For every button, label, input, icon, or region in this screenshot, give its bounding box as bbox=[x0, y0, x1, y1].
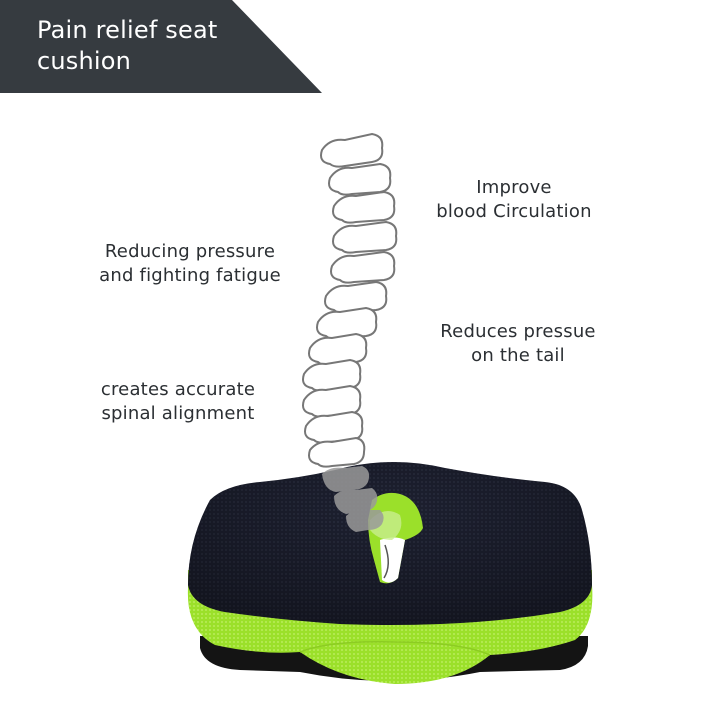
title-line-1: Pain relief seat bbox=[37, 16, 218, 44]
feature-tail-pressure: Reduces pressue on the tail bbox=[428, 320, 608, 368]
feature-spinal-alignment: creates accurate spinal alignment bbox=[88, 378, 268, 426]
feature-line: Reducing pressure bbox=[104, 241, 276, 262]
feature-blood-circulation: Improve blood Circulation bbox=[424, 176, 604, 224]
spine-icon bbox=[302, 132, 398, 468]
feature-line: on the tail bbox=[471, 345, 565, 366]
feature-line: creates accurate bbox=[100, 379, 256, 400]
banner-shape bbox=[0, 0, 322, 93]
feature-line: Improve bbox=[476, 177, 552, 198]
feature-reducing-pressure: Reducing pressure and fighting fatigue bbox=[82, 240, 298, 288]
title-line-2: cushion bbox=[37, 47, 132, 75]
feature-line: and fighting fatigue bbox=[99, 265, 281, 286]
feature-line: Reduces pressue bbox=[440, 321, 596, 342]
page-title: Pain relief seat cushion bbox=[37, 15, 277, 77]
title-banner: Pain relief seat cushion bbox=[0, 0, 322, 93]
spine-overlay-icon bbox=[322, 466, 384, 532]
feature-line: spinal alignment bbox=[101, 403, 255, 424]
feature-line: blood Circulation bbox=[436, 201, 592, 222]
